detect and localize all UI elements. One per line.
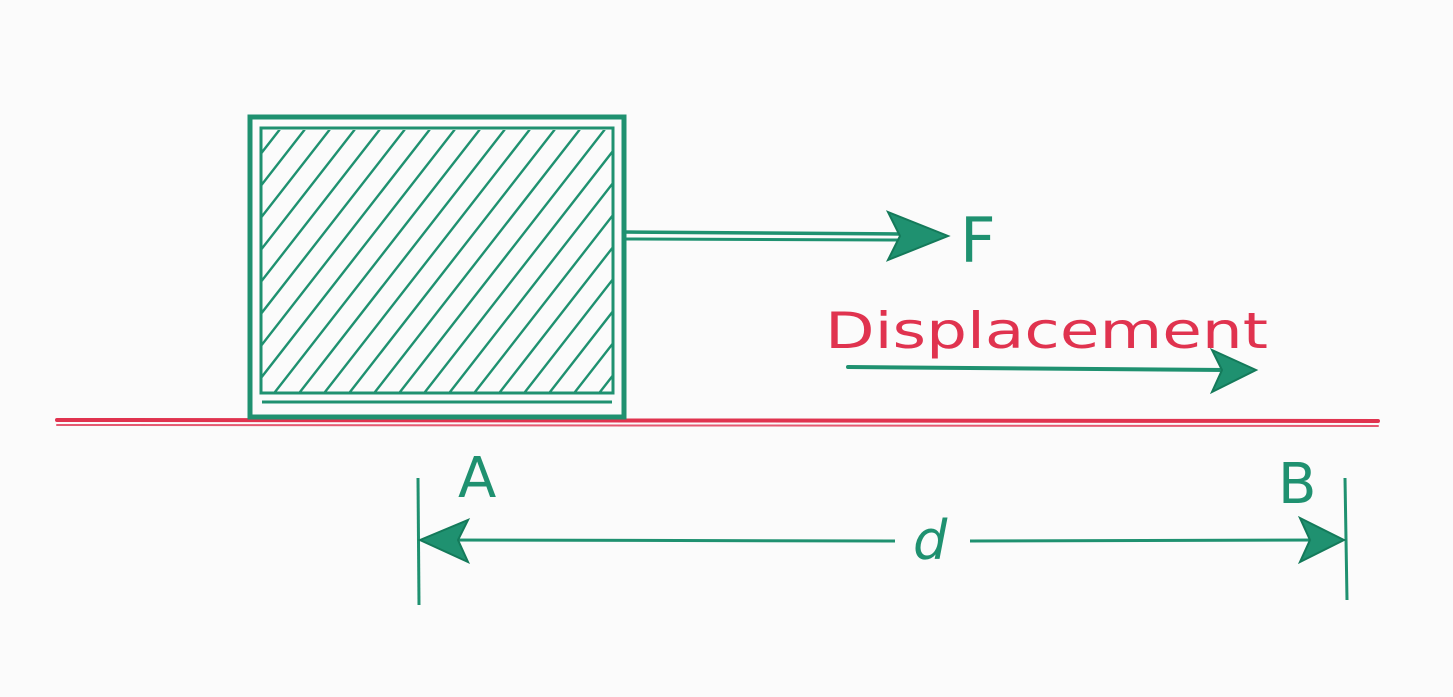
ground-line [55, 418, 1380, 427]
hatch-line [273, 130, 481, 392]
block [0, 114, 854, 420]
hatch-line [262, 130, 431, 347]
hatch-line [262, 130, 306, 187]
dimension-arrowhead-right [1297, 515, 1347, 565]
hatch-line [650, 130, 854, 392]
hatch-line [448, 182, 612, 392]
hatch-line [598, 374, 612, 392]
hatch-line [298, 130, 506, 392]
hatch-line [398, 130, 606, 392]
hatch-line [423, 150, 612, 392]
dimension-line-right [969, 538, 1326, 543]
hatch-line [523, 278, 612, 392]
hatch-line [262, 130, 356, 251]
dimension-line-left [439, 538, 896, 543]
block-outline-outer [247, 114, 627, 420]
dimension-arrowhead-left [417, 518, 471, 565]
hatch-line [548, 310, 612, 392]
displacement-label: Displacement [825, 302, 1268, 360]
hatch-line [262, 130, 406, 315]
block-hatching [0, 130, 854, 392]
hatch-line [373, 130, 581, 392]
hatch-line [625, 130, 829, 392]
hatch-line [262, 130, 331, 219]
block-outline-inner [259, 126, 615, 395]
hatch-line [50, 130, 254, 392]
hatch-line [0, 130, 204, 392]
distance-dimension [416, 477, 1349, 606]
distance-label: d [913, 509, 948, 572]
point-b-label: B [1278, 452, 1316, 517]
displacement-arrow [846, 347, 1259, 395]
hatch-line [262, 130, 381, 283]
hatch-line [498, 246, 612, 392]
force-arrow [623, 210, 951, 262]
hatch-line [573, 342, 612, 392]
point-a-label: A [458, 446, 496, 511]
force-label: F [960, 204, 996, 277]
hatch-line [323, 130, 531, 392]
hatch-line [473, 214, 612, 392]
hatch-line [262, 130, 456, 379]
hatch-line [25, 130, 229, 392]
dimension-tick-a [416, 477, 421, 606]
dimension-tick-b [1343, 477, 1349, 601]
hatch-line [348, 130, 556, 392]
